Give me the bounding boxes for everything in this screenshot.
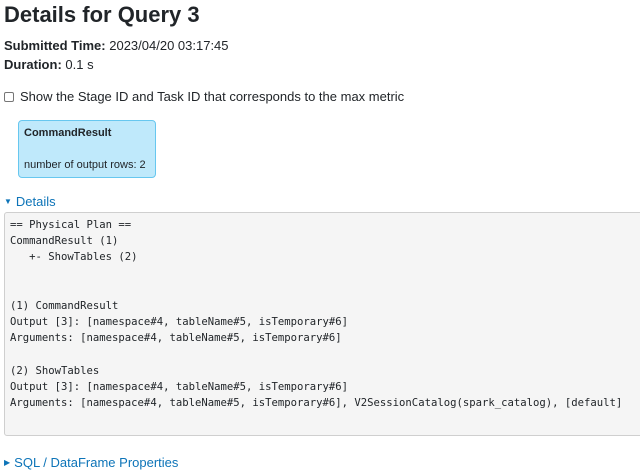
caret-down-icon: ▼ (4, 197, 12, 206)
sql-properties-toggle-label[interactable]: SQL / DataFrame Properties (14, 455, 179, 470)
plan-line: Arguments: [namespace#4, tableName#5, is… (10, 397, 623, 410)
submitted-time-row: Submitted Time: 2023/04/20 03:17:45 (4, 37, 229, 55)
max-metric-checkbox-row[interactable]: Show the Stage ID and Task ID that corre… (4, 88, 404, 106)
plan-node-metric: number of output rows: 2 (24, 159, 146, 171)
plan-line: Arguments: [namespace#4, tableName#5, is… (10, 332, 342, 345)
physical-plan-text: == Physical Plan == CommandResult (1) +- … (4, 212, 640, 436)
submitted-time-label: Submitted Time: (4, 38, 106, 53)
max-metric-checkbox-label[interactable]: Show the Stage ID and Task ID that corre… (20, 89, 405, 104)
sql-properties-toggle[interactable]: ▶ SQL / DataFrame Properties (4, 455, 178, 471)
caret-right-icon: ▶ (4, 458, 11, 467)
page-title: Details for Query 3 (4, 2, 200, 27)
plan-line: == Physical Plan == (10, 219, 132, 231)
plan-line: (1) CommandResult (10, 299, 119, 312)
plan-line: Output [3]: [namespace#4, tableName#5, i… (10, 316, 349, 329)
plan-line (10, 266, 638, 282)
duration-row: Duration: 0.1 s (4, 56, 94, 74)
submitted-time-value: 2023/04/20 03:17:45 (109, 38, 229, 53)
details-toggle-label[interactable]: Details (15, 194, 56, 209)
plan-line: (2) ShowTables (10, 364, 100, 377)
plan-line: +- ShowTables (2) (10, 251, 138, 264)
plan-line (10, 282, 638, 298)
plan-line (10, 347, 638, 363)
plan-node-command-result[interactable]: CommandResult number of output rows: 2 (18, 120, 156, 178)
max-metric-checkbox[interactable] (4, 92, 14, 102)
duration-label: Duration: (4, 57, 62, 72)
plan-line: CommandResult (1) (10, 235, 119, 248)
duration-value: 0.1 s (65, 57, 94, 72)
plan-node-title: CommandResult (24, 127, 112, 139)
plan-line: Output [3]: [namespace#4, tableName#5, i… (10, 380, 349, 393)
details-toggle[interactable]: ▼ Details (4, 194, 56, 210)
